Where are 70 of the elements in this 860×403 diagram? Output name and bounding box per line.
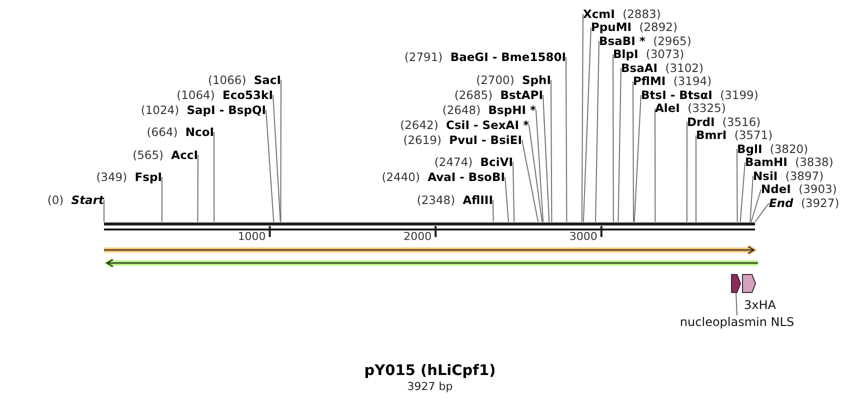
scale-number: 2000: [404, 230, 432, 243]
cut-site-label: XcmI (2883): [583, 8, 661, 20]
leader-line: [504, 176, 509, 222]
leader-line: [632, 81, 634, 222]
cut-site-label: (2619) PvuI - BsiEI: [403, 134, 522, 146]
map-title: pY015 (hLiCpf1): [364, 363, 496, 380]
feature-arrow-icon: [731, 274, 741, 293]
leader-line: [634, 94, 642, 222]
cut-site-label: (2474) BciVI: [434, 156, 513, 168]
feature-label: nucleoplasmin NLS: [680, 316, 794, 328]
feature-arrow-icon: [742, 274, 756, 293]
cut-site-label: (349) FspI: [96, 170, 162, 184]
leader-line: [582, 27, 592, 222]
cut-site-label: BtsI - BtsαI (3199): [641, 88, 758, 102]
leader-line: [492, 200, 494, 222]
leader-line: [686, 122, 688, 222]
cut-site-label: BsaBI * (2965): [599, 34, 692, 48]
scale-number: 3000: [569, 230, 598, 243]
cut-site-label: (2685) BstAPI: [454, 88, 543, 102]
leader-line: [266, 110, 274, 222]
cut-site-label: (0) Start: [47, 194, 104, 206]
cut-site-label: (2348) AflIII: [416, 194, 493, 206]
leader-line: [536, 110, 544, 222]
leader-line: [528, 124, 543, 222]
leader-line: [740, 162, 746, 222]
cut-site-label: DrdI (3516): [687, 116, 761, 128]
leader-line: [654, 108, 656, 222]
cut-site-label: (2642) CsiI - SexAI *: [400, 118, 529, 132]
cut-site-label: (2700) SphI: [476, 74, 551, 86]
cut-site-label: BlpI (3073): [613, 48, 684, 61]
leader-line: [197, 154, 198, 222]
cut-site-label: (565) AccI: [132, 148, 198, 162]
cut-site-label: NsiI (3897): [753, 170, 824, 182]
cut-site-label: AleI (3325): [655, 102, 726, 115]
leader-line: [750, 189, 762, 222]
cut-site-label: (2648) BspHI *: [442, 104, 536, 116]
leader-line: [214, 132, 215, 222]
leader-line: [754, 202, 770, 222]
leader-line: [522, 140, 539, 222]
leader-line: [512, 162, 515, 222]
cut-site-label: (2791) BaeGI - Bme1580I: [404, 50, 566, 64]
cut-site-label: (1064) Eco53kI: [176, 88, 273, 102]
cut-site-label: PpuMI (2892): [591, 21, 678, 34]
scale-number: 1000: [238, 230, 266, 243]
cut-site-label: BglI (3820): [737, 142, 808, 156]
leader-line: [542, 94, 550, 222]
leader-line: [612, 54, 614, 222]
leader-line: [272, 94, 281, 222]
leader-line: [736, 292, 738, 316]
sequence-length: 3927 bp: [407, 380, 453, 393]
leader-line: [161, 176, 162, 222]
leader-line: [550, 80, 552, 222]
cut-site-label: BsaAI (3102): [621, 62, 704, 74]
cut-site-label: PflMI (3194): [633, 75, 712, 88]
cut-site-label: BamHI (3838): [745, 156, 834, 169]
feature-label: 3xHA: [744, 299, 776, 312]
leader-line: [618, 68, 622, 222]
leader-line: [595, 40, 600, 222]
leader-line: [736, 148, 738, 222]
cut-site-label: BmrI (3571): [696, 129, 773, 142]
cut-site-label: End (3927): [769, 196, 840, 210]
cut-site-label: (1066) SacI: [208, 74, 281, 86]
leader-line: [750, 176, 754, 222]
cut-site-label: (1024) SapI - BspQI: [140, 104, 266, 116]
leader-line: [280, 80, 282, 222]
leader-line: [566, 56, 568, 222]
cut-site-label: NdeI (3903): [761, 183, 837, 196]
cut-site-label: (664) NcoI: [146, 126, 214, 138]
leader-line: [581, 14, 584, 222]
cut-site-label: (2440) AvaI - BsoBI: [382, 170, 505, 184]
